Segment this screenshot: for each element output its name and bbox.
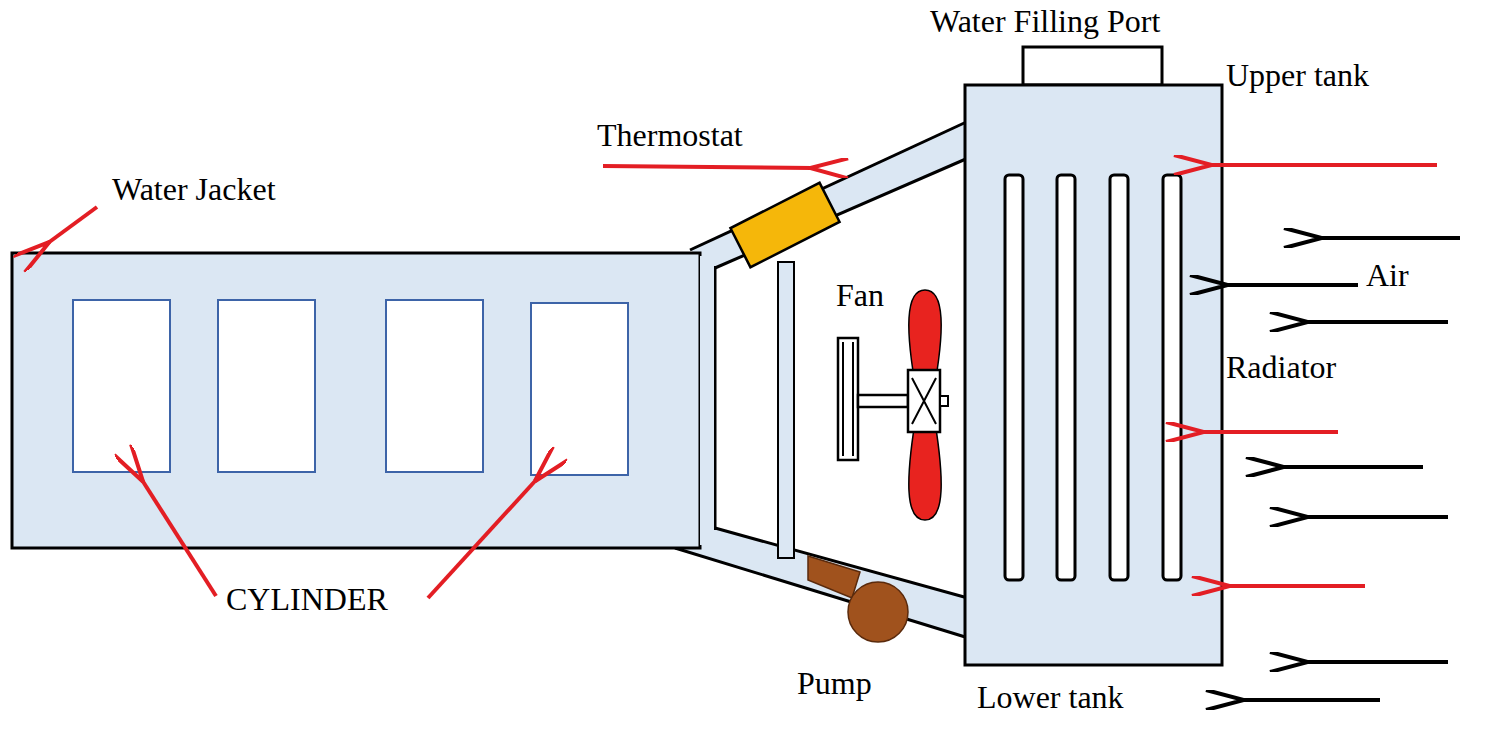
radiator-tubes <box>1005 175 1181 580</box>
part-label: Thermostat <box>597 118 743 153</box>
leader-arrows <box>48 165 1437 598</box>
lower-hose <box>675 528 975 640</box>
air-arrows <box>1226 238 1460 700</box>
part-label: Pump <box>797 666 872 701</box>
cylinders <box>73 300 628 475</box>
water-jacket <box>12 253 700 548</box>
radiator <box>965 85 1222 665</box>
port-label: Water Filling Port <box>930 4 1160 39</box>
part-label: Fan <box>836 278 884 313</box>
thermostat-symbol <box>730 183 839 268</box>
part-label: CYLINDER <box>226 582 388 617</box>
bypass-tube <box>778 262 794 558</box>
filling-port <box>1023 47 1162 85</box>
fan-symbol <box>838 290 948 520</box>
part-label: Lower tank <box>977 680 1124 715</box>
part-label: Water Jacket <box>112 172 276 207</box>
pump-symbol <box>808 556 908 642</box>
part-label: Upper tank <box>1226 58 1369 93</box>
air-label: Air <box>1366 258 1409 293</box>
part-label: Radiator <box>1226 350 1336 385</box>
